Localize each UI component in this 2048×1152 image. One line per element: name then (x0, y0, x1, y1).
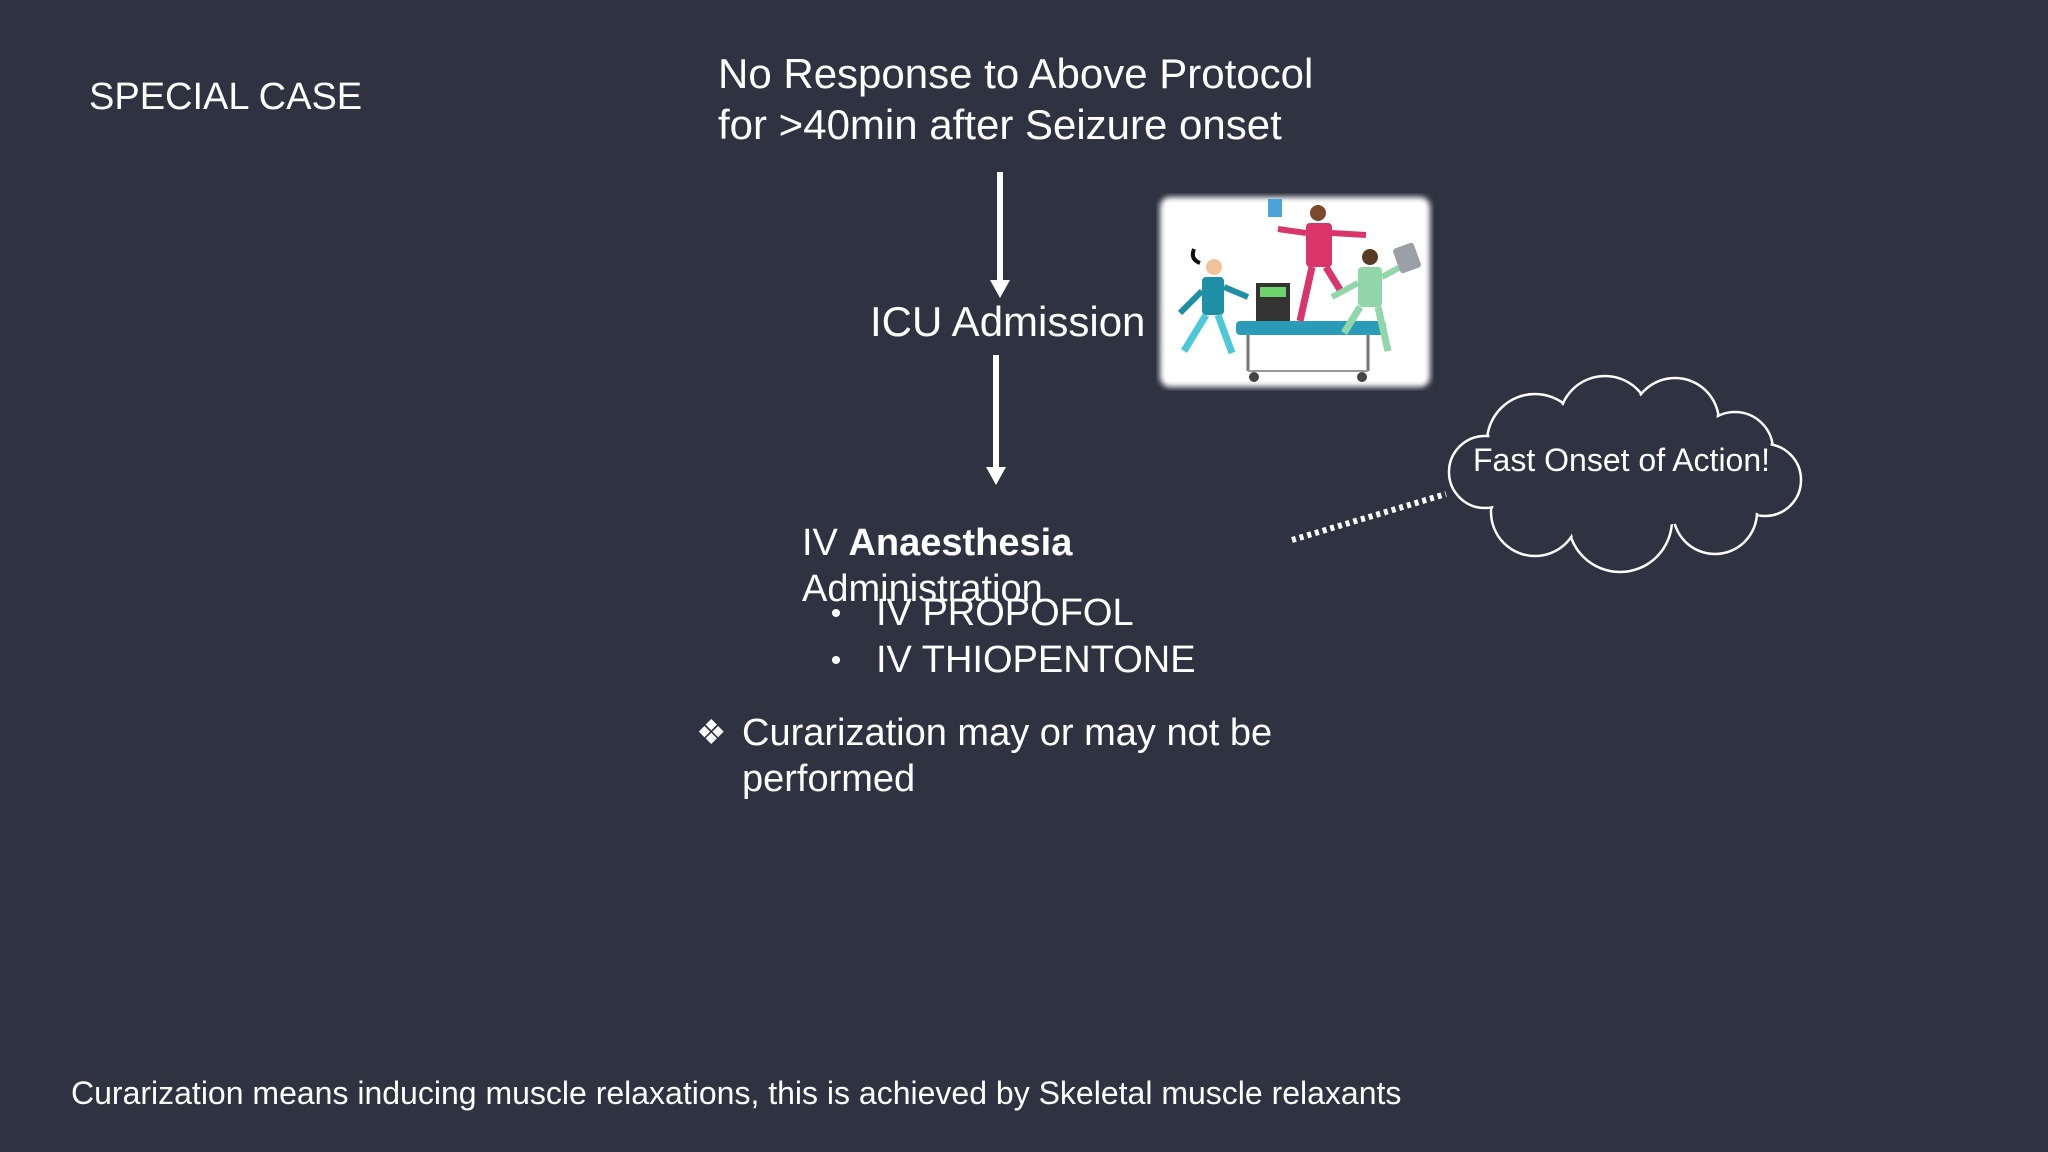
list-item: • IV PROPOFOL (826, 590, 1196, 637)
arrow-down-icon (986, 355, 1006, 485)
list-item: • IV THIOPENTONE (826, 637, 1196, 684)
medical-team-illustration (1156, 193, 1434, 391)
arrow-down-icon (990, 172, 1010, 298)
footer-note: Curarization means inducing muscle relax… (71, 1075, 1402, 1111)
iv-prefix: IV (802, 522, 849, 564)
step-iv-anaesthesia: IV Anaesthesia Administration (802, 520, 1072, 612)
step-no-response: No Response to Above Protocol for >40min… (718, 48, 1313, 150)
callout-fast-onset: Fast Onset of Action! (1473, 442, 1771, 478)
section-label: SPECIAL CASE (89, 76, 363, 118)
curarization-note-text: Curarization may or may not be performed (742, 712, 1273, 800)
dotted-connector (1291, 491, 1447, 543)
drug-list: • IV PROPOFOL • IV THIOPENTONE (826, 590, 1196, 684)
diamond-bullet-icon: ❖ (696, 714, 727, 752)
step-no-response-line1: No Response to Above Protocol (718, 50, 1314, 97)
anaesthesia-emphasis: Anaesthesia (848, 522, 1073, 564)
step-iv-anaesthesia-line2: Administration (802, 568, 1043, 610)
bullet-icon: • (830, 644, 842, 677)
step-icu-admission: ICU Admission (870, 298, 1146, 345)
drug-name: IV PROPOFOL (876, 592, 1134, 634)
step-no-response-line2: for >40min after Seizure onset (718, 101, 1282, 148)
drug-name: IV THIOPENTONE (876, 639, 1196, 681)
bullet-icon: • (830, 597, 842, 630)
curarization-note: ❖ Curarization may or may not be perform… (696, 710, 1336, 802)
thought-cloud-icon (1447, 374, 1803, 574)
step-iv-anaesthesia-line1: IV Anaesthesia (802, 520, 1072, 566)
